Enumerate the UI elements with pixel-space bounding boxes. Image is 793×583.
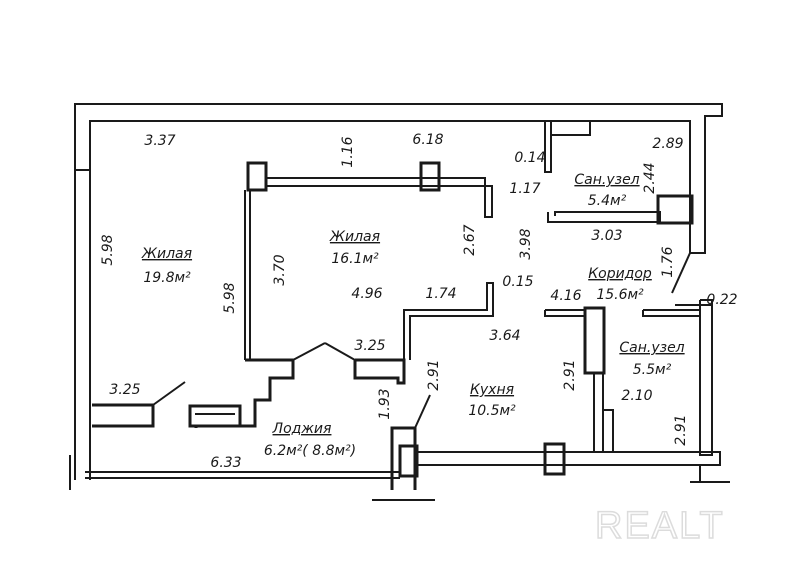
dimension-label: 2.89 <box>652 136 683 152</box>
dimension-label: 2.44 <box>642 162 658 193</box>
column <box>419 161 441 192</box>
room-area: 6.2м²( 8.8м²) <box>264 443 356 459</box>
room-area: 5.5м² <box>633 362 672 378</box>
dimension-label: 3.70 <box>272 254 288 285</box>
dimension-label: 2.91 <box>673 414 689 445</box>
dimension-label: 1.17 <box>509 181 540 197</box>
dimension-label: 1.16 <box>340 136 356 167</box>
room-name: Сан.узел <box>619 340 684 356</box>
room-area: 19.8м² <box>143 270 191 286</box>
dimension-label: 3.25 <box>109 382 140 398</box>
dimension-label: 3.25 <box>354 338 385 354</box>
dimensions: 3.37 1.16 6.18 0.14 2.89 2.44 1.17 3.03 … <box>100 132 738 471</box>
dimension-label: 1.93 <box>377 388 393 419</box>
dimension-label: 4.96 <box>351 286 382 302</box>
dimension-label: 0.15 <box>502 274 533 290</box>
room-name: Коридор <box>588 266 652 282</box>
dimension-label: 2.91 <box>562 359 578 390</box>
dimension-label: 0.22 <box>706 292 737 308</box>
dimension-label: 5.98 <box>222 282 238 313</box>
dimension-label: 3.98 <box>518 228 534 259</box>
room-area: 16.1м² <box>331 251 379 267</box>
dimension-label: 0.14 <box>514 150 545 166</box>
room-area: 15.6м² <box>596 287 644 303</box>
room-labels: Жилая 19.8м² Жилая 16.1м² Сан.узел 5.4м²… <box>141 172 685 459</box>
dimension-label: 2.91 <box>426 359 442 390</box>
dimension-label: 5.98 <box>100 234 116 265</box>
room-name: Жилая <box>329 229 380 245</box>
room-area: 5.4м² <box>588 193 627 209</box>
room-name: Жилая <box>141 246 192 262</box>
room-name: Сан.узел <box>574 172 639 188</box>
dimension-label: 2.67 <box>462 224 478 255</box>
dimension-label: 1.76 <box>660 246 676 277</box>
dimension-label: 4.16 <box>550 288 581 304</box>
column <box>246 161 268 192</box>
dimension-label: 3.37 <box>144 133 175 149</box>
dimension-label: 6.18 <box>412 132 443 148</box>
dimension-label: 2.10 <box>621 388 652 404</box>
room-name: Лоджия <box>272 421 332 437</box>
room-name: Кухня <box>470 382 514 398</box>
dimension-label: 6.33 <box>210 455 241 471</box>
walls <box>69 103 730 501</box>
dimension-label: 3.03 <box>591 228 622 244</box>
dimension-label: 1.74 <box>425 286 456 302</box>
watermark: REALT <box>595 505 725 547</box>
room-area: 10.5м² <box>468 403 516 419</box>
dimension-label: 3.64 <box>489 328 520 344</box>
